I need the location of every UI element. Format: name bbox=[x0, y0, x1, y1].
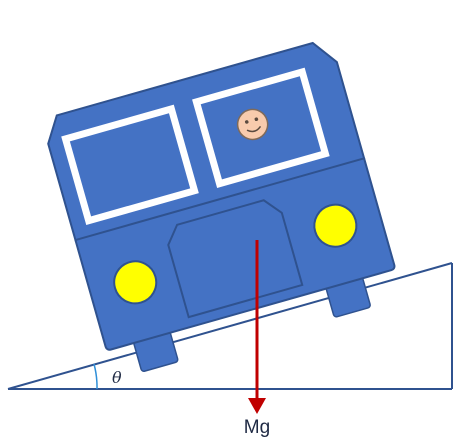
right-headlight bbox=[313, 203, 358, 248]
left-headlight bbox=[113, 260, 158, 305]
incline-surface bbox=[7, 262, 453, 390]
left-window bbox=[61, 104, 199, 226]
smiley-face-icon bbox=[236, 108, 269, 141]
incline: θ bbox=[7, 262, 453, 390]
force-arrow-head bbox=[248, 398, 266, 414]
angle-arc bbox=[93, 363, 98, 390]
force-label: Mg bbox=[244, 417, 270, 438]
bus bbox=[47, 41, 396, 372]
front-grille bbox=[167, 199, 304, 319]
angle-label: θ bbox=[112, 368, 122, 387]
gravity-force-arrow bbox=[248, 240, 266, 414]
